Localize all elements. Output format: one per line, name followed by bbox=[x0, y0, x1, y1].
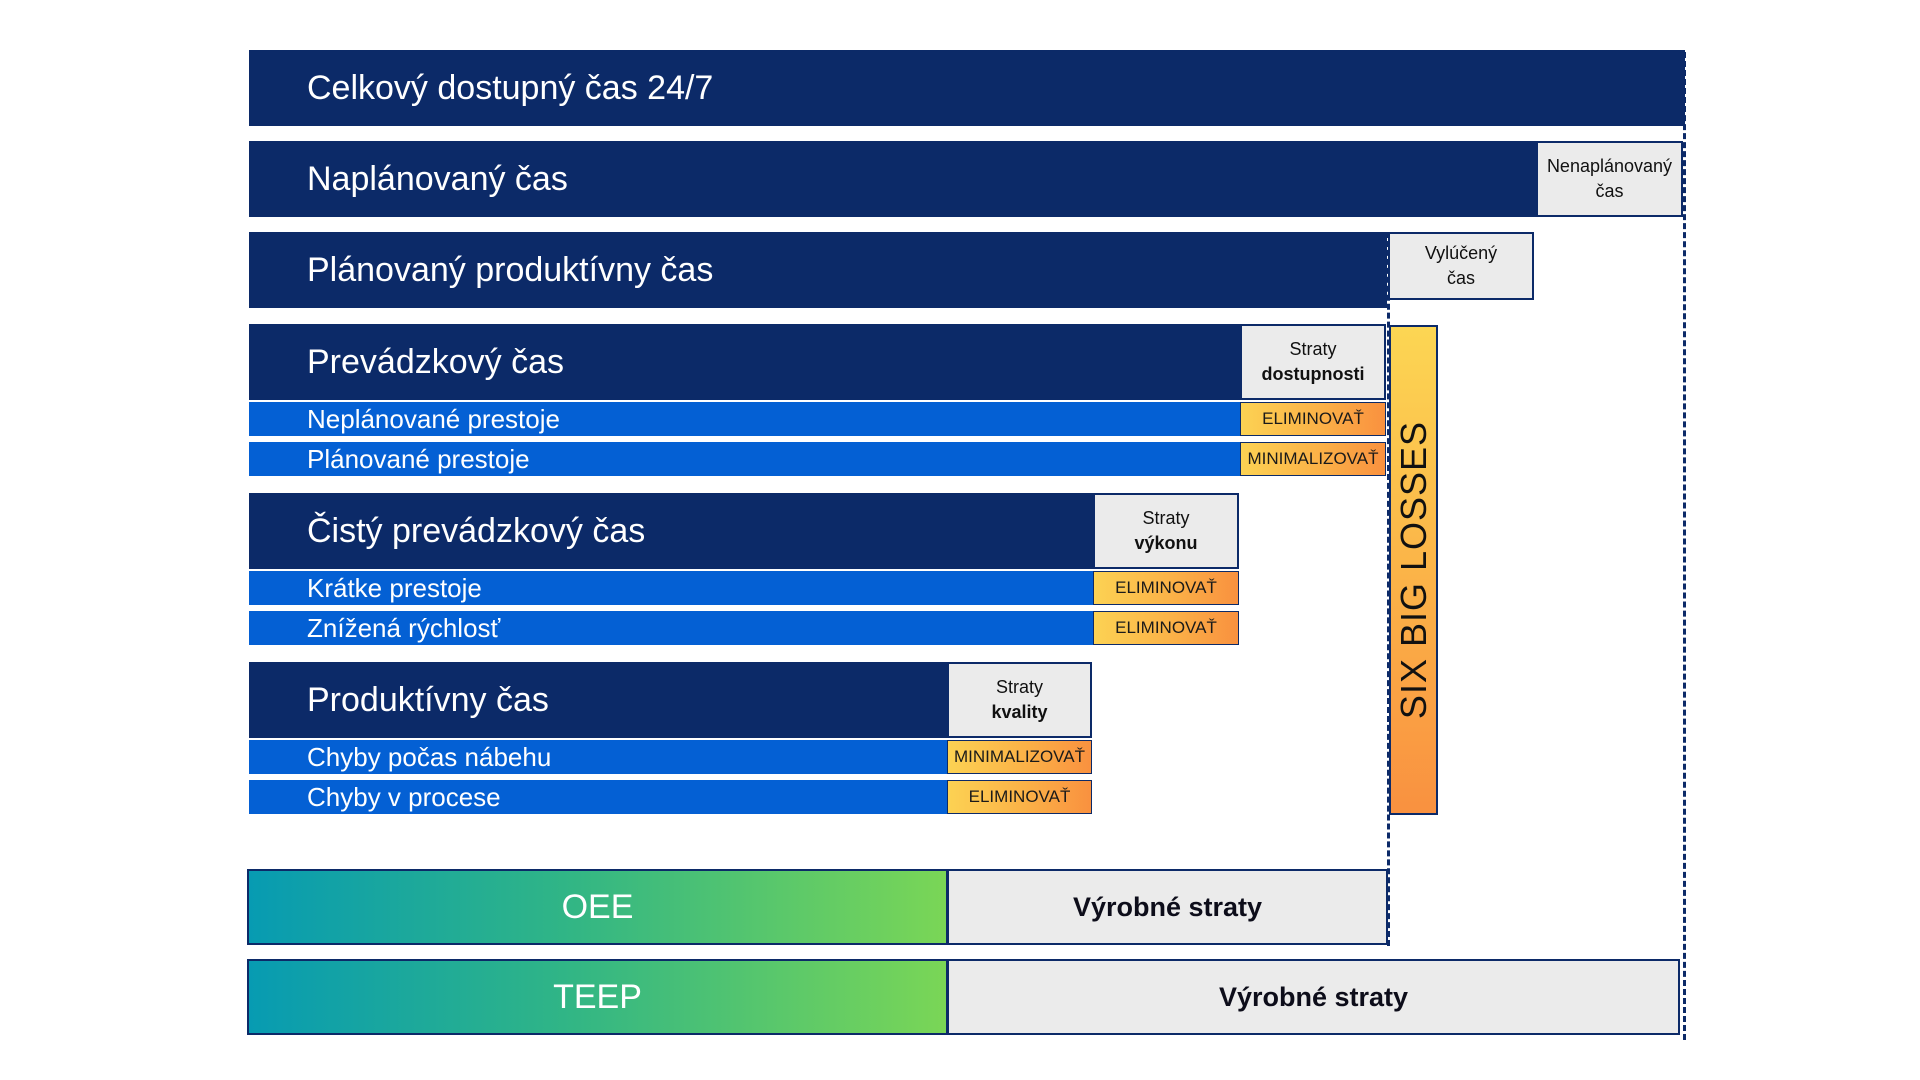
unplanned-time-box: Nenaplánovaný čas bbox=[1536, 141, 1683, 217]
short-stops-bar: Krátke prestoje bbox=[249, 571, 1093, 605]
unplanned-downtime-label: Neplánované prestoje bbox=[307, 403, 560, 434]
operating-time-bar: Prevádzkový čas bbox=[249, 324, 1240, 400]
process-defects-bar: Chyby v procese bbox=[249, 780, 947, 814]
net-operating-time-bar: Čistý prevádzkový čas bbox=[249, 493, 1093, 569]
teep-bar: TEEP bbox=[247, 959, 948, 1035]
teep-production-losses-label: Výrobné straty bbox=[1218, 981, 1409, 1012]
planned-time-boundary bbox=[1683, 52, 1686, 1040]
quality-losses-line2: kvality bbox=[991, 702, 1048, 722]
short-stops-label: Krátke prestoje bbox=[307, 572, 482, 603]
availability-losses-box: Straty dostupnosti bbox=[1240, 324, 1386, 400]
planned-downtime-label: Plánované prestoje bbox=[307, 443, 530, 474]
performance-losses-line2: výkonu bbox=[1134, 533, 1198, 553]
total-available-time-bar: Celkový dostupný čas 24/7 bbox=[249, 50, 1685, 126]
short-stops-action-tag: ELIMINOVAŤ bbox=[1093, 571, 1239, 605]
excluded-time-line1: Vylúčený bbox=[1424, 243, 1498, 263]
startup-defects-action-tag: MINIMALIZOVAŤ bbox=[947, 740, 1092, 774]
excluded-time-line2: čas bbox=[1446, 268, 1475, 288]
short-stops-action: ELIMINOVAŤ bbox=[1115, 578, 1217, 597]
oee-label: OEE bbox=[561, 887, 634, 926]
process-defects-action: ELIMINOVAŤ bbox=[968, 787, 1071, 806]
productive-time-boundary bbox=[1387, 232, 1390, 946]
planned-downtime-action: MINIMALIZOVAŤ bbox=[1247, 449, 1379, 468]
unplanned-time-line2: čas bbox=[1595, 181, 1624, 201]
unplanned-time-line1: Nenaplánovaný bbox=[1546, 156, 1673, 176]
unplanned-downtime-action-tag: ELIMINOVAŤ bbox=[1240, 402, 1386, 436]
performance-losses-line1: Straty bbox=[1142, 508, 1190, 528]
reduced-speed-action: ELIMINOVAŤ bbox=[1115, 618, 1217, 637]
unplanned-downtime-bar: Neplánované prestoje bbox=[249, 402, 1240, 436]
planned-time-bar: Naplánovaný čas bbox=[249, 141, 1536, 217]
reduced-speed-action-tag: ELIMINOVAŤ bbox=[1093, 611, 1239, 645]
planned-downtime-bar: Plánované prestoje bbox=[249, 442, 1240, 476]
oee-production-losses-label: Výrobné straty bbox=[1072, 891, 1263, 922]
startup-defects-action: MINIMALIZOVAŤ bbox=[954, 747, 1085, 766]
planned-productive-time-label: Plánovaný produktívny čas bbox=[307, 250, 714, 289]
planned-downtime-action-tag: MINIMALIZOVAŤ bbox=[1240, 442, 1386, 476]
reduced-speed-label: Znížená rýchlosť bbox=[307, 612, 501, 643]
startup-defects-label: Chyby počas nábehu bbox=[307, 741, 552, 772]
oee-bar: OEE bbox=[247, 869, 948, 945]
total-available-time-label: Celkový dostupný čas 24/7 bbox=[307, 68, 714, 107]
teep-label: TEEP bbox=[553, 977, 642, 1016]
operating-time-label: Prevádzkový čas bbox=[307, 342, 564, 381]
productive-time-label: Produktívny čas bbox=[307, 680, 549, 719]
planned-productive-time-bar: Plánovaný produktívny čas bbox=[249, 232, 1387, 308]
startup-defects-bar: Chyby počas nábehu bbox=[249, 740, 947, 774]
planned-time-label: Naplánovaný čas bbox=[307, 159, 568, 198]
teep-production-losses-box: Výrobné straty bbox=[947, 959, 1680, 1035]
availability-losses-line1: Straty bbox=[1289, 339, 1337, 359]
net-operating-time-label: Čistý prevádzkový čas bbox=[307, 511, 646, 550]
performance-losses-box: Straty výkonu bbox=[1093, 493, 1239, 569]
six-big-losses-bar: SIX BIG LOSSES bbox=[1389, 325, 1438, 815]
process-defects-action-tag: ELIMINOVAŤ bbox=[947, 780, 1092, 814]
availability-losses-line2: dostupnosti bbox=[1261, 364, 1365, 384]
oee-production-losses-box: Výrobné straty bbox=[947, 869, 1388, 945]
unplanned-downtime-action: ELIMINOVAŤ bbox=[1262, 409, 1364, 428]
quality-losses-box: Straty kvality bbox=[947, 662, 1092, 738]
reduced-speed-bar: Znížená rýchlosť bbox=[249, 611, 1093, 645]
six-big-losses-label: SIX BIG LOSSES bbox=[1392, 420, 1434, 720]
process-defects-label: Chyby v procese bbox=[307, 781, 501, 812]
quality-losses-line1: Straty bbox=[995, 677, 1043, 697]
excluded-time-box: Vylúčený čas bbox=[1388, 232, 1534, 300]
productive-time-bar: Produktívny čas bbox=[249, 662, 947, 738]
